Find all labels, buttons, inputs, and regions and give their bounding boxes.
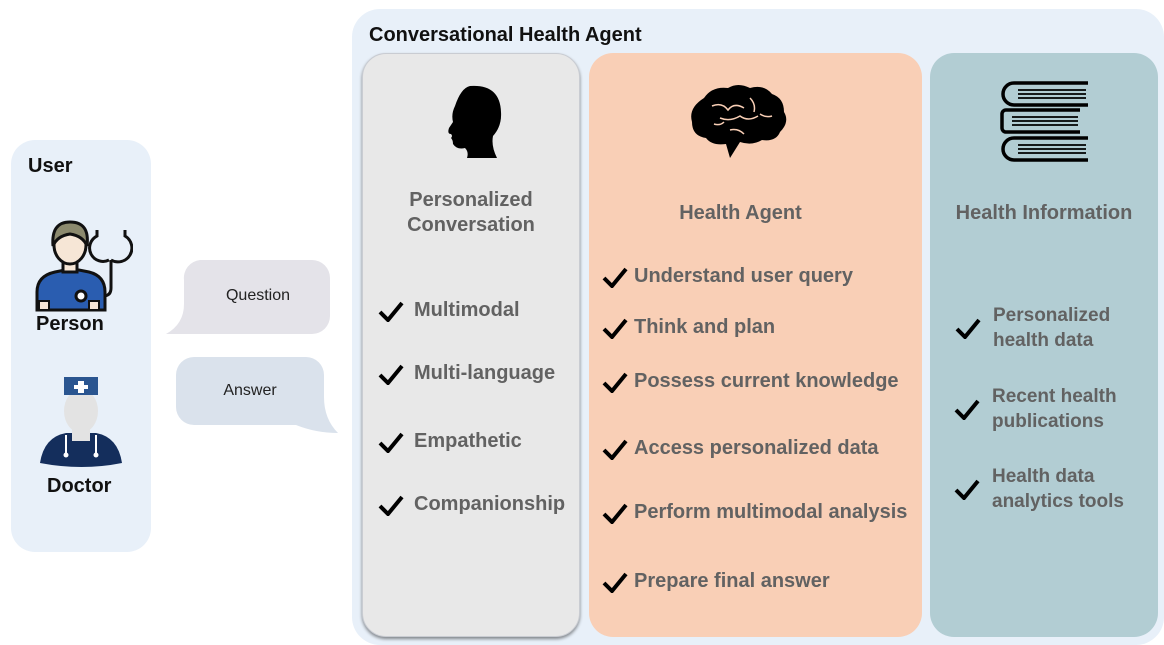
resource-label-line-1: Personalized	[993, 305, 1111, 326]
health-agent-column	[589, 53, 922, 637]
feature-item: Multi-language	[378, 361, 555, 386]
check-icon	[378, 364, 404, 385]
capability-item: Access personalized data	[602, 436, 879, 461]
doctor-label: Doctor	[47, 475, 112, 497]
personalized-conversation-title: Personalized Conversation	[362, 188, 580, 238]
answer-label: Answer	[223, 382, 277, 399]
capability-label: Perform multimodal analysis	[634, 501, 908, 523]
resource-item: Health data analytics tools	[954, 464, 1124, 514]
check-icon	[378, 495, 404, 516]
capability-item: Think and plan	[602, 315, 775, 340]
health-information-title: Health Information	[955, 202, 1133, 224]
answer-bubble	[176, 357, 338, 433]
capability-item: Understand user query	[602, 264, 853, 289]
capability-label: Access personalized data	[634, 437, 879, 459]
feature-label: Companionship	[414, 493, 566, 515]
capability-label: Possess current knowledge	[634, 370, 899, 392]
resource-label-line-1: Recent health	[992, 386, 1117, 407]
doctor-icon	[40, 377, 122, 467]
resource-label-line-1: Health data	[992, 466, 1095, 487]
health-information-column	[930, 53, 1158, 637]
capability-item: Perform multimodal analysis	[602, 500, 907, 525]
check-icon	[602, 372, 628, 393]
capability-item: Prepare final answer	[602, 569, 830, 594]
feature-label: Multimodal	[414, 299, 520, 321]
agent-title: Conversational Health Agent	[369, 24, 642, 46]
brain-icon	[691, 85, 787, 158]
capability-label: Understand user query	[634, 265, 853, 287]
check-icon	[378, 301, 404, 322]
user-title: User	[28, 155, 73, 177]
feature-label: Empathetic	[414, 430, 522, 452]
feature-label: Multi-language	[414, 362, 556, 384]
feature-item: Multimodal	[378, 298, 520, 323]
check-icon	[602, 503, 628, 524]
check-icon	[602, 267, 628, 288]
check-icon	[602, 572, 628, 593]
title-line-2: Conversation	[407, 214, 535, 236]
resource-item: Personalized health data	[955, 303, 1110, 353]
check-icon	[954, 479, 980, 500]
health-agent-title: Health Agent	[679, 202, 802, 224]
feature-item: Companionship	[378, 492, 565, 517]
capability-label: Think and plan	[634, 316, 776, 338]
check-icon	[954, 399, 980, 420]
person-label: Person	[36, 313, 104, 335]
feature-item: Empathetic	[378, 429, 522, 454]
check-icon	[378, 432, 404, 453]
resource-label-line-2: publications	[992, 411, 1104, 432]
capability-item: Possess current knowledge	[602, 369, 899, 394]
resource-label-line-2: health data	[993, 330, 1094, 351]
user-panel	[11, 140, 151, 552]
human-head-icon	[448, 85, 502, 158]
check-icon	[602, 318, 628, 339]
capability-label: Prepare final answer	[634, 570, 830, 592]
books-icon	[1000, 81, 1088, 162]
question-label: Question	[225, 287, 291, 304]
patient-with-stethoscope-icon	[35, 220, 133, 312]
question-bubble	[166, 260, 330, 334]
resource-item: Recent health publications	[954, 384, 1117, 434]
title-line-1: Personalized	[409, 189, 533, 211]
resource-label-line-2: analytics tools	[992, 491, 1124, 512]
check-icon	[602, 439, 628, 460]
check-icon	[955, 318, 981, 339]
